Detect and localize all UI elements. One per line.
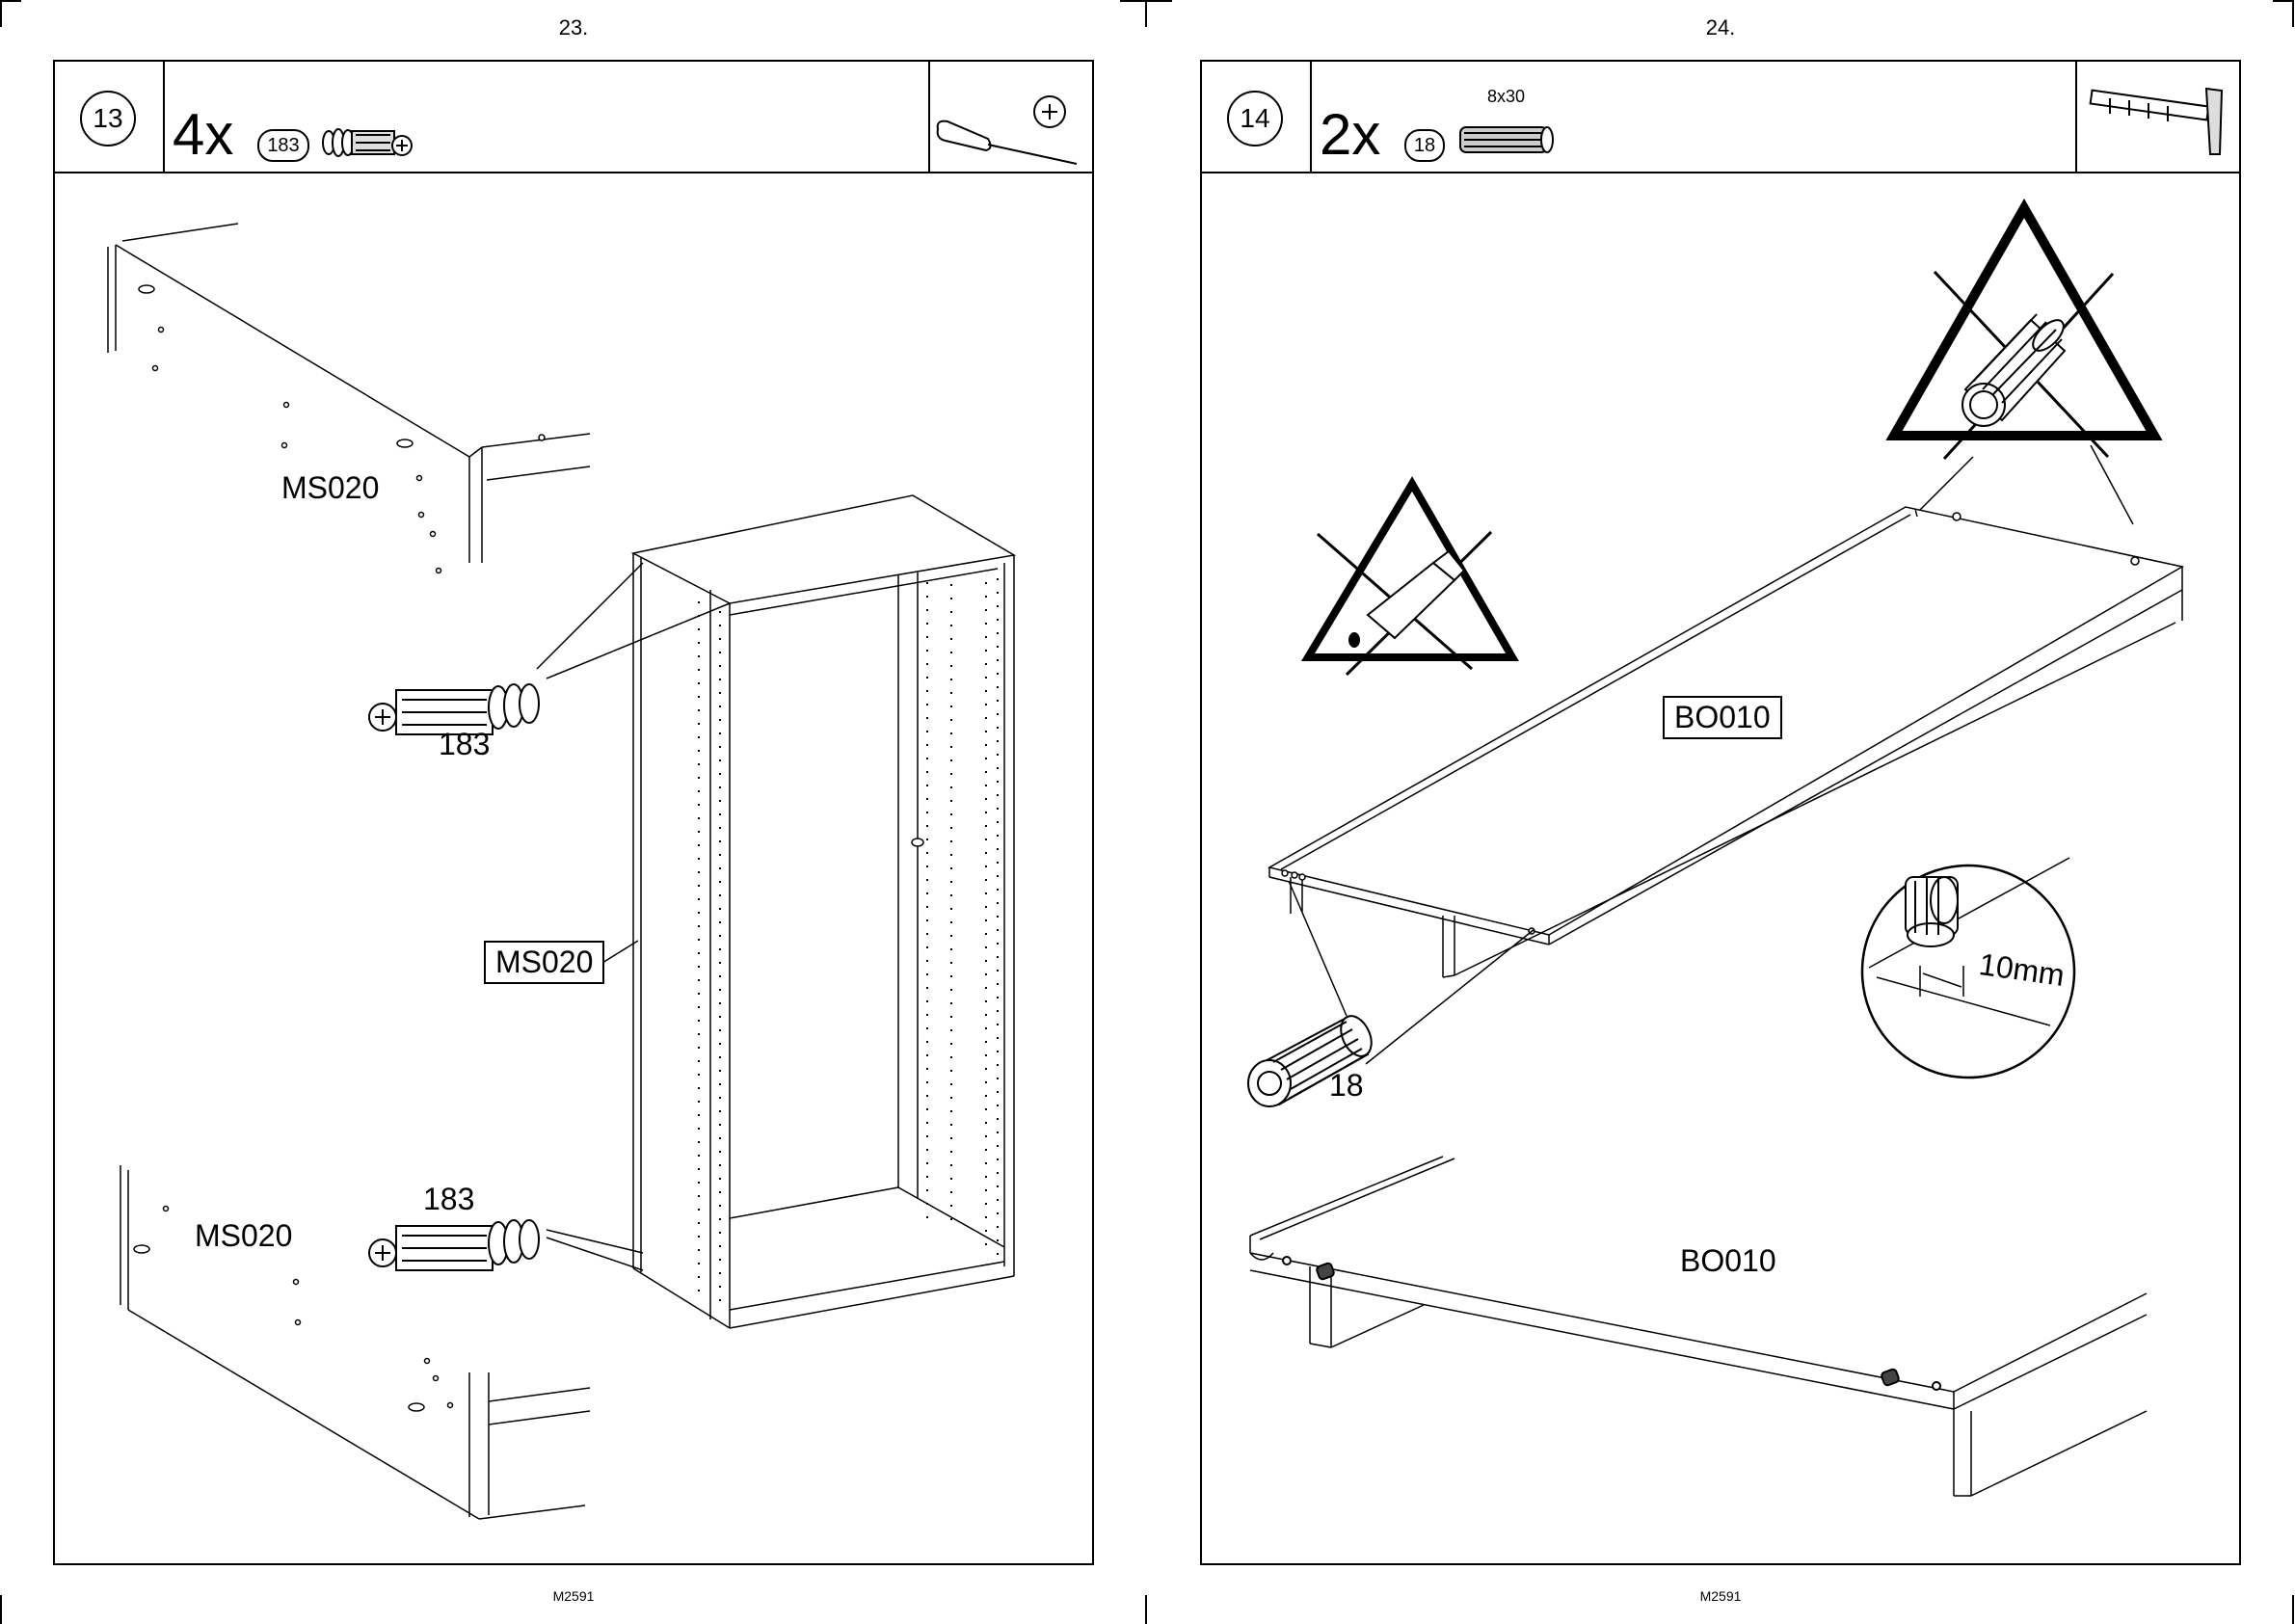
label-cam-top: 183 [439, 727, 490, 762]
crop-mark [1145, 0, 1147, 27]
page-number-left: 23. [525, 15, 622, 40]
footer-code-right: M2591 [1672, 1588, 1769, 1604]
step-14-panel: 14 2x 18 8x30 [1200, 60, 2241, 1565]
label-dowel: 18 [1329, 1068, 1364, 1104]
crop-mark [2292, 0, 2294, 27]
label-cam-bottom: 183 [423, 1182, 474, 1217]
label-board-bottom: BO010 [1680, 1243, 1776, 1279]
label-board-top: BO010 [1663, 696, 1782, 739]
crop-mark [2292, 1595, 2294, 1624]
crop-mark [0, 1595, 2, 1624]
crop-mark [1120, 0, 1172, 2]
crop-mark [1145, 1595, 1147, 1624]
crop-mark [0, 0, 2, 27]
step-13-drawing [55, 62, 1096, 1567]
crop-mark [2273, 0, 2294, 2]
label-panel-top: MS020 [281, 470, 379, 506]
no-glue-warning-icon [1308, 484, 1512, 675]
page-number-right: 24. [1672, 15, 1769, 40]
label-panel-bottom: MS020 [195, 1218, 292, 1254]
step-13-panel: 13 4x 183 [53, 60, 1094, 1565]
crop-mark [0, 0, 21, 2]
footer-code-left: M2591 [525, 1588, 622, 1604]
step-14-drawing [1202, 62, 2243, 1567]
label-panel-side: MS020 [484, 941, 604, 984]
